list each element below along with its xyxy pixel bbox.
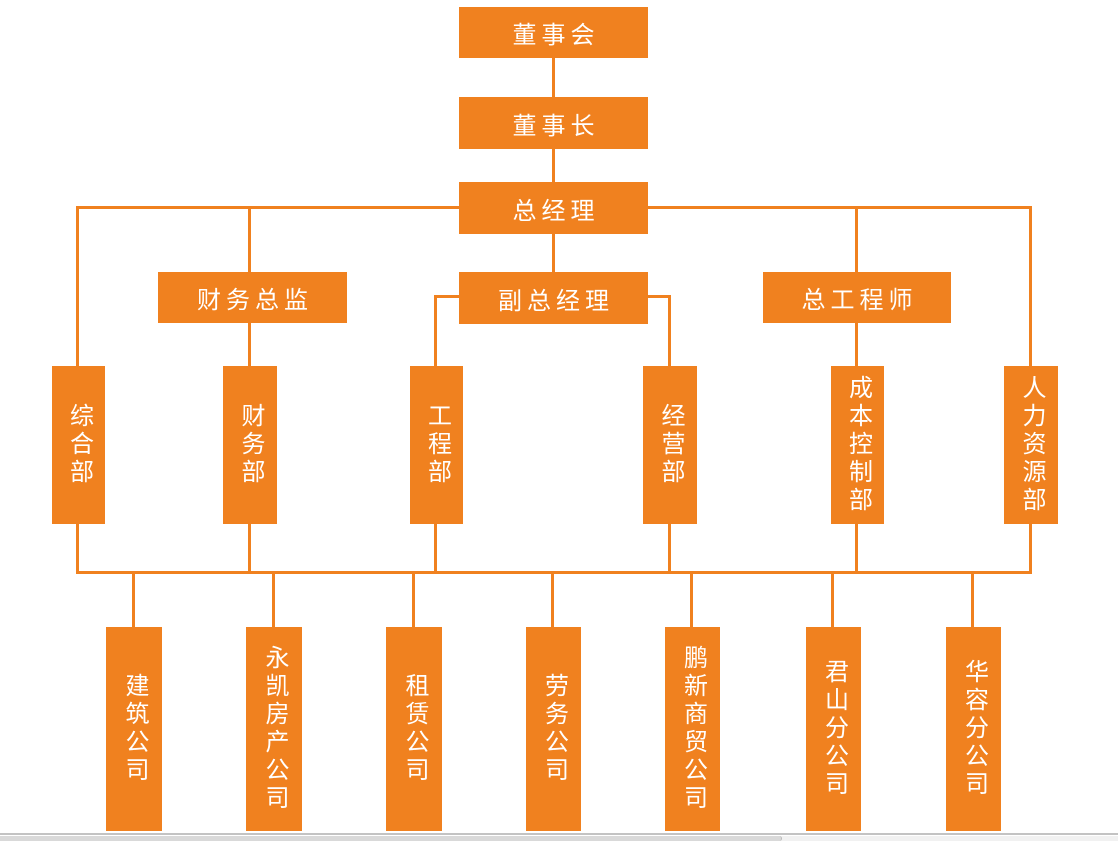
node-chairman: 董事长	[459, 97, 648, 149]
node-company-junshan-branch: 君山分公司	[806, 627, 861, 831]
node-label: 鹏新商贸公司	[679, 645, 707, 813]
connector-line	[132, 571, 135, 627]
connector-line	[434, 524, 437, 572]
connector-line	[412, 571, 415, 627]
node-dept-cost-control: 成本控制部	[831, 366, 884, 524]
connector-line	[434, 295, 437, 366]
node-board-of-directors: 董事会	[459, 7, 648, 58]
connector-line	[668, 295, 671, 366]
node-label: 综合部	[65, 403, 93, 487]
connector-line	[668, 524, 671, 572]
node-finance-director: 财务总监	[158, 272, 347, 323]
node-company-construction: 建筑公司	[106, 627, 162, 831]
connector-line	[76, 571, 1032, 574]
node-label: 财务总监	[197, 287, 313, 314]
connector-line	[552, 58, 555, 97]
connector-line	[971, 571, 974, 627]
connector-line	[551, 571, 554, 627]
node-company-labor-services: 劳务公司	[526, 627, 581, 831]
connector-line	[690, 571, 693, 627]
node-label: 经营部	[657, 403, 684, 487]
node-company-leasing: 租赁公司	[386, 627, 442, 831]
node-label: 君山分公司	[820, 659, 848, 799]
connector-line	[552, 149, 555, 182]
node-dept-finance: 财务部	[223, 366, 277, 524]
node-label: 副总经理	[498, 287, 614, 315]
node-label: 劳务公司	[540, 673, 568, 785]
node-company-huarong-branch: 华容分公司	[946, 627, 1001, 831]
node-dept-human-resources: 人力资源部	[1004, 366, 1058, 524]
node-label: 人力资源部	[1018, 375, 1045, 515]
connector-line	[76, 524, 79, 572]
connector-line	[1029, 524, 1032, 572]
node-label: 成本控制部	[844, 375, 872, 515]
window-bottom-edge	[0, 833, 1118, 835]
scrollbar-thumb[interactable]	[0, 836, 782, 841]
connector-line	[646, 295, 671, 298]
node-label: 总工程师	[801, 287, 918, 314]
connector-line	[272, 571, 275, 627]
connector-line	[76, 206, 79, 366]
node-label: 董事长	[512, 112, 600, 140]
node-company-pengxin-trading: 鹏新商贸公司	[665, 627, 720, 831]
node-label: 永凯房产公司	[261, 645, 288, 813]
node-label: 租赁公司	[401, 673, 428, 785]
node-label: 华容分公司	[960, 659, 988, 799]
node-label: 工程部	[423, 403, 451, 487]
node-label: 建筑公司	[121, 673, 148, 785]
node-label: 财务部	[237, 403, 264, 487]
node-dept-general-affairs: 综合部	[52, 366, 105, 524]
connector-line	[831, 571, 834, 627]
node-label: 总经理	[512, 197, 600, 225]
connector-line	[248, 524, 251, 572]
node-company-yongkai-real-estate: 永凯房产公司	[246, 627, 302, 831]
node-deputy-general-manager: 副总经理	[459, 272, 648, 324]
node-label: 董事会	[512, 22, 600, 49]
horizontal-scrollbar[interactable]	[0, 836, 1118, 841]
node-general-manager: 总经理	[459, 182, 648, 234]
node-chief-engineer: 总工程师	[763, 272, 951, 323]
connector-line	[434, 295, 462, 298]
node-dept-operations: 经营部	[643, 366, 697, 524]
node-dept-engineering: 工程部	[410, 366, 463, 524]
connector-line	[552, 233, 555, 272]
connector-line	[1029, 206, 1032, 366]
connector-line	[855, 524, 858, 572]
